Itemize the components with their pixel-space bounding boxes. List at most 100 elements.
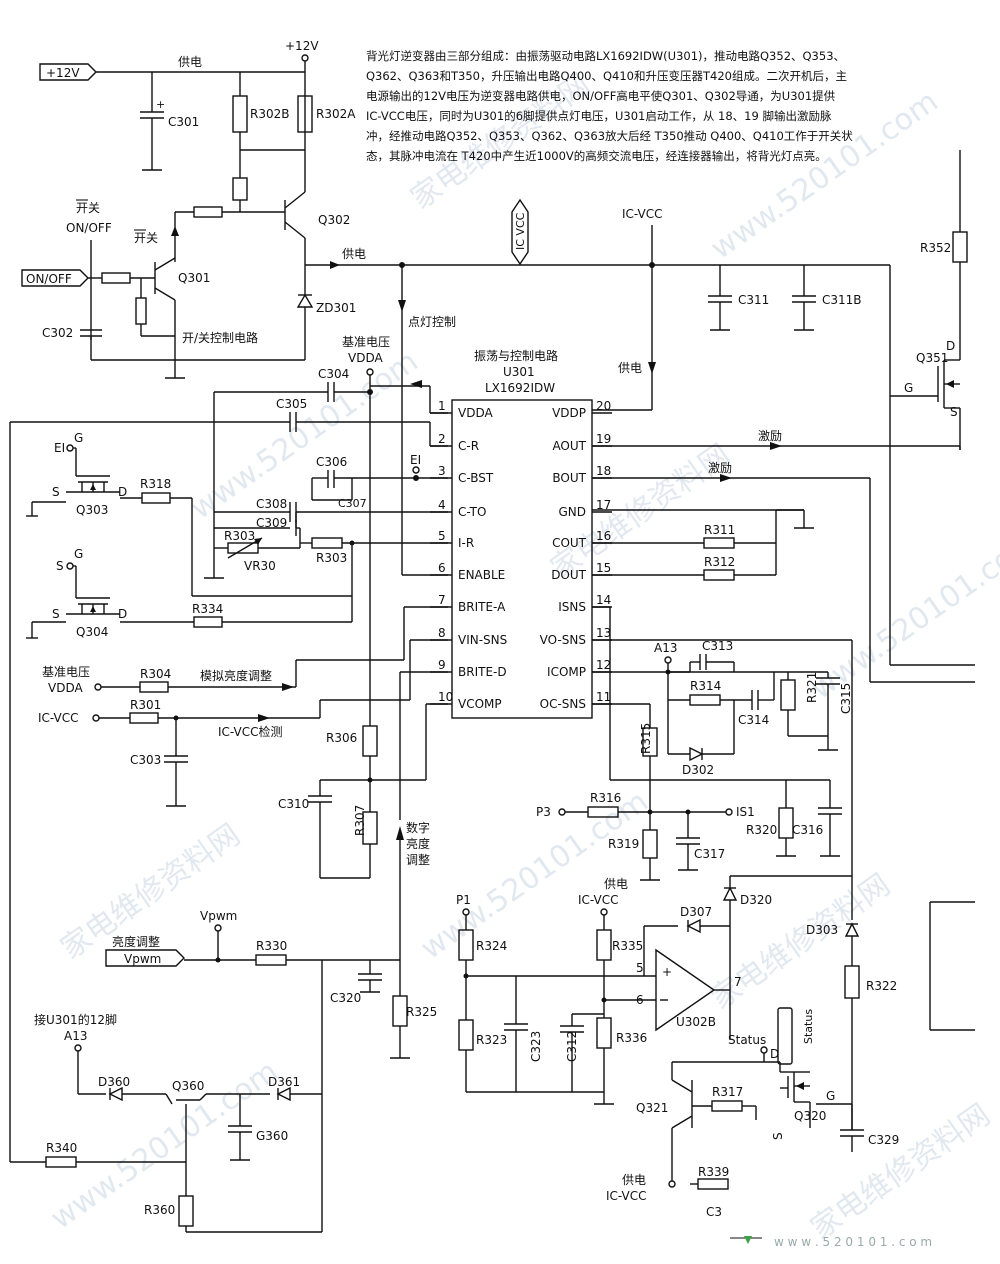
c323-label: C323 [529, 1031, 543, 1062]
opamp-section: 供电 IC-VCC R335 R336 P1 R324 R323 5 C323 … [456, 875, 975, 1130]
ic-left-lower-wiring: 基准电压 VDDA R304 模拟亮度调整 IC-VCC R301 IC-VCC… [38, 606, 448, 958]
ic-pin-name: VCOMP [458, 697, 502, 711]
ic-pin-name: AOUT [552, 439, 586, 453]
vdda2-label: VDDA [48, 681, 83, 695]
icvcc-left-label: IC-VCC [38, 711, 79, 725]
q351-s-label: S [950, 405, 958, 419]
watermark-url: www.520101.com [805, 524, 1000, 707]
excite-label: 激励 [758, 429, 782, 443]
r339-label: R339 [698, 1165, 729, 1179]
ic-pin-number: 12 [596, 658, 611, 672]
ic-pin-number: 11 [596, 690, 611, 704]
r302a-label: R302A [316, 107, 356, 121]
ei-top-label: EI [410, 453, 421, 467]
r336-label: R336 [616, 1031, 647, 1045]
icvcc-tag [511, 198, 529, 266]
c310-label: C310 [278, 797, 309, 811]
ic-pin-name: ISNS [558, 600, 586, 614]
supply-label: 供电 [622, 1173, 646, 1187]
r316-label: R316 [590, 791, 621, 805]
a13-top-label: A13 [654, 641, 677, 655]
to-pin12-label: 接U301的12脚 [34, 1012, 117, 1027]
ic-pin-number: 5 [438, 529, 446, 543]
vpwm-terminal [105, 949, 185, 967]
s-q304-label: S [56, 559, 64, 573]
icvcc-bottom2-label: IC-VCC [606, 1189, 647, 1203]
q303-g-label: G [74, 431, 83, 445]
onoff-terminal [21, 269, 89, 287]
c315-label: C315 [839, 683, 853, 714]
c314-label: C314 [738, 713, 769, 727]
supply-label: 供电 [178, 55, 202, 69]
ic-pin-number: 10 [438, 690, 453, 704]
g-q304-label: G [74, 547, 83, 561]
left-timing-section: 基准电压 VDDA C304 C305 EI [204, 335, 448, 726]
r360-label: R360 [144, 1203, 175, 1217]
r340-label: R340 [46, 1141, 77, 1155]
r301-label: R301 [130, 698, 161, 712]
r311-label: R311 [704, 523, 735, 537]
ic-pin-name: BRITE-D [458, 665, 507, 679]
footer-url: w w w . 5 2 0 1 0 1 . c o m [774, 1235, 932, 1249]
r306-label: R306 [326, 731, 357, 745]
v12-top-label: +12V [285, 39, 319, 53]
switch-ctrl-label: 开/关控制电路 [182, 330, 258, 345]
r325-label: R325 [406, 1005, 437, 1019]
d307-label: D307 [680, 905, 712, 919]
r303b-label: R303 [316, 551, 347, 565]
status-label: Status [728, 1033, 766, 1047]
switch-label: 开关 [76, 201, 100, 215]
ic-pin-number: 7 [438, 593, 446, 607]
ic-pin-name: DOUT [551, 568, 586, 582]
ic-pin-number: 18 [596, 464, 611, 478]
r321-label: R321 [805, 672, 819, 703]
ic-pin-name: VDDA [458, 406, 493, 420]
q351-g-label: G [904, 381, 913, 395]
g360-label: G360 [256, 1129, 288, 1143]
d303-label: D303 [806, 923, 838, 937]
supply-label: 供电 [618, 361, 642, 375]
q301-label: Q301 [178, 271, 210, 285]
ic-pin-name: BRITE-A [458, 600, 506, 614]
q320-d-label: D [770, 1047, 779, 1061]
p3-label: P3 [536, 805, 551, 819]
c311b-label: C311B [822, 293, 862, 307]
status-label: Status [802, 1009, 815, 1044]
r330-label: R330 [256, 939, 287, 953]
description-line: 冲，经推动电路Q352、Q353、Q362、Q363放大后经 T350推动 Q4… [366, 129, 853, 143]
ic-pin-name: VO-SNS [540, 633, 586, 647]
ic-pin-number: 15 [596, 561, 611, 575]
c311-label: C311 [738, 293, 769, 307]
c320-label: C320 [330, 991, 361, 1005]
ic-pin-number: 4 [438, 498, 446, 512]
c304-label: C304 [318, 367, 349, 381]
ic-pin-name: VDDP [552, 406, 586, 420]
opamp-body [655, 948, 716, 1032]
c302-label: C302 [42, 326, 73, 340]
c308-label: C308 [256, 497, 287, 511]
description-line: 态，其脉冲电流在 T420中产生近1000V的高频交流电压，经连接器输出，将背光… [366, 149, 827, 163]
icvcc-top-label: IC-VCC [622, 207, 663, 221]
opamp-in5: 5 [636, 961, 644, 975]
opamp-in6: 6 [636, 993, 644, 1007]
ic-pin-name: C-TO [458, 505, 486, 519]
ic-pin-name: BOUT [552, 471, 586, 485]
supply-label: 供电 [342, 247, 366, 261]
bottom-left-section: Vpwm 亮度调整 Vpwm R330 C320 R325 接U301的12脚 … [9, 421, 437, 1233]
ic-pin-name: ENABLE [458, 568, 505, 582]
r324-label: R324 [476, 939, 507, 953]
ic-ref: U301 [503, 365, 535, 379]
description-line: IC-VCC电压，同时为U301的6脚提供点灯电压，U301启动工作，从 18、… [366, 109, 832, 123]
lamp-ctrl-label: 点灯控制 [408, 315, 456, 329]
c303-label: C303 [130, 753, 161, 767]
r320-label: R320 [746, 823, 777, 837]
r314-label: R314 [690, 679, 721, 693]
r303a-label: R303 [224, 529, 255, 543]
digital-dim-label: 数字 [406, 820, 430, 835]
q351-label: Q351 [916, 351, 948, 365]
c317-label: C317 [694, 847, 725, 861]
a13-bottom-label: A13 [64, 1029, 87, 1043]
s-label: S [52, 485, 60, 499]
status-section: Status D Status R317 Q321 S G Q320 [606, 1007, 899, 1219]
r304-label: R304 [140, 667, 171, 681]
